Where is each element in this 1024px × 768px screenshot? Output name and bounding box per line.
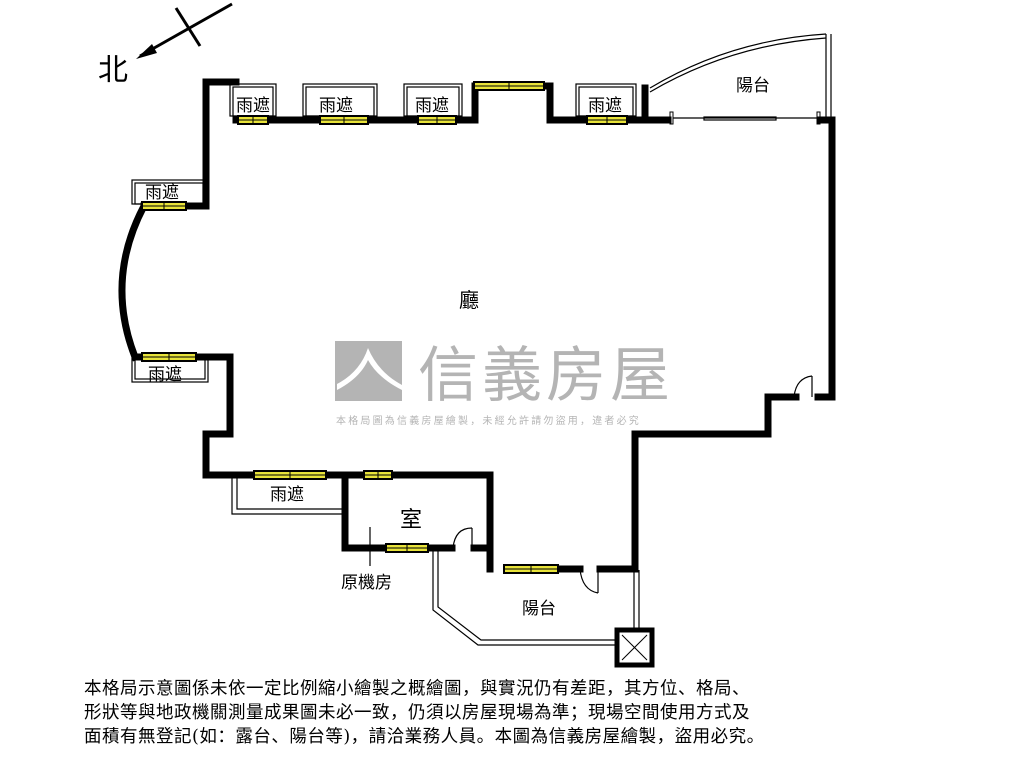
canopy-label: 雨遮 [415, 96, 449, 116]
north-compass-icon: 北 [98, 2, 233, 88]
canopy-label: 雨遮 [148, 365, 182, 385]
doors [452, 375, 813, 594]
compass-label: 北 [98, 53, 128, 88]
door-living-east [793, 375, 813, 398]
windows [141, 81, 628, 574]
balcony-bottom-label: 陽台 [522, 599, 556, 619]
balcony-bottom-outline [432, 550, 640, 646]
walls [118, 78, 836, 573]
disclaimer-line: 形狀等與地政機關測量成果圖未必一致，仍須以房屋現場為準；現場空間使用方式及 [84, 703, 750, 723]
labels: 雨遮 雨遮 雨遮 雨遮 雨遮 雨遮 雨遮 陽台 廳 室 原機房 陽台 [145, 76, 770, 619]
door-room-balcony [452, 527, 473, 549]
canopy-label: 雨遮 [236, 96, 270, 116]
room-label: 室 [400, 508, 422, 533]
canopy-label: 雨遮 [319, 96, 353, 116]
balcony-top-outline [649, 33, 832, 125]
canopy-label: 雨遮 [588, 96, 622, 116]
door-living-balcony [579, 568, 599, 594]
canopy-label: 雨遮 [270, 485, 304, 505]
watermark: 信義房屋 本格局圖為信義房屋繪製，未經允許請勿盜用，違者必究 [335, 341, 674, 427]
canopy-label: 雨遮 [145, 183, 179, 203]
duct-shaft-icon [614, 627, 655, 668]
disclaimer-line: 本格局示意圖係未依一定比例縮小繪製之概繪圖，與實況仍有差距，其方位、格局、 [84, 679, 750, 699]
disclaimer-line: 面積有無登記(如：露台、陽台等)，請洽業務人員。本圖為信義房屋繪製，盜用必究。 [84, 727, 765, 747]
disclaimer-note: 本格局示意圖係未依一定比例縮小繪製之概繪圖，與實況仍有差距，其方位、格局、 形狀… [84, 677, 984, 749]
watermark-brand: 信義房屋 [418, 341, 674, 411]
watermark-notice: 本格局圖為信義房屋繪製，未經允許請勿盜用，違者必究 [336, 414, 641, 427]
living-room-label: 廳 [459, 288, 479, 312]
old-machine-room-label: 原機房 [341, 573, 392, 593]
balcony-top-label: 陽台 [736, 76, 770, 96]
